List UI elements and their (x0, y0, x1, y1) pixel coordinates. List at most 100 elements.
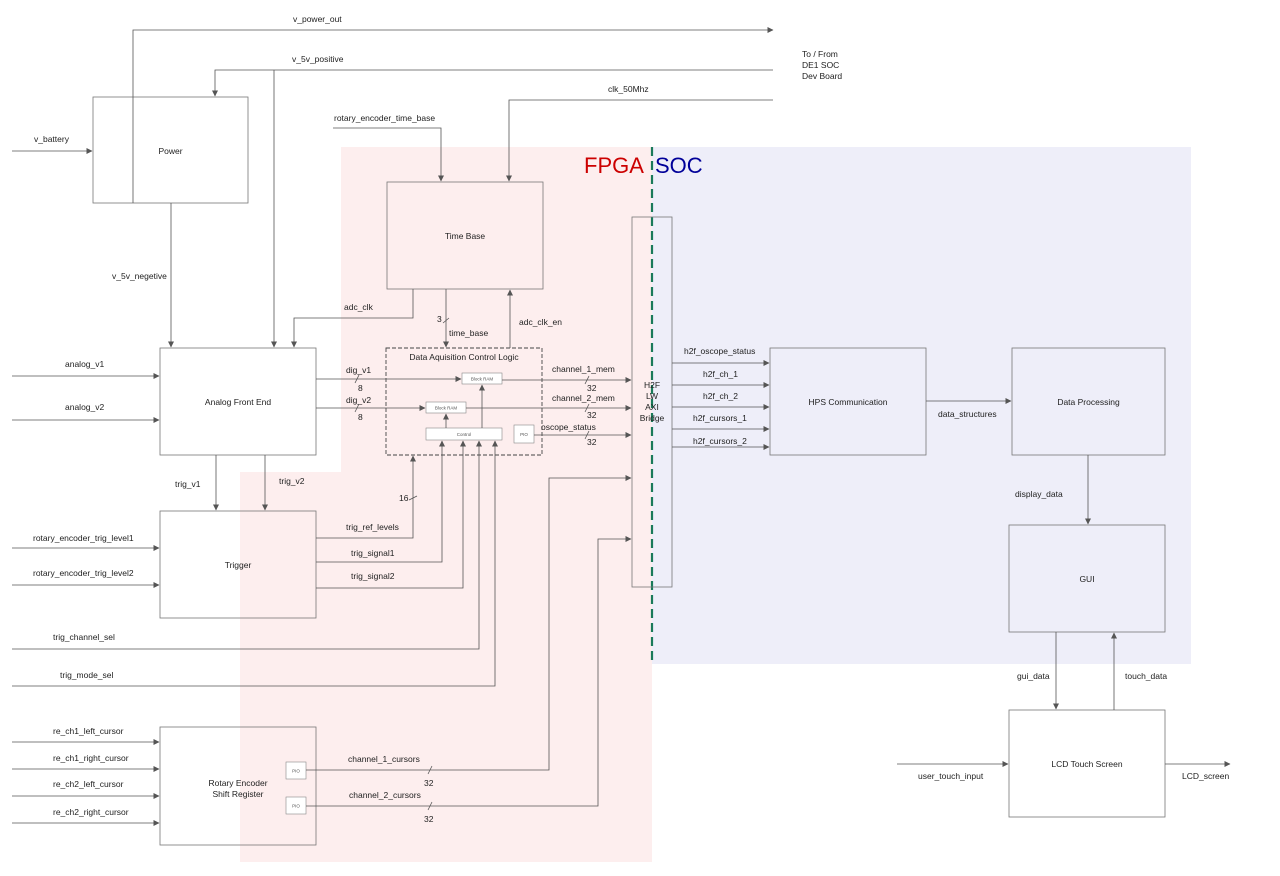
label-data-structures: data_structures (938, 409, 997, 419)
block-ram-2-label: Block RAM (435, 406, 458, 411)
soc-region (652, 147, 1191, 664)
wire-rotary-time-base (333, 127, 444, 182)
label-re-ch1-left: re_ch1_left_cursor (53, 726, 124, 736)
rotary-encoder-rect (159, 726, 317, 846)
time-base-block-rect (386, 181, 544, 290)
trigger-rect (159, 510, 317, 619)
label-channel-2-mem: channel_2_mem (552, 393, 615, 403)
label-display-data: display_data (1015, 489, 1063, 499)
label-adc-clk: adc_clk (344, 302, 374, 312)
wire-v-5v-positive (212, 69, 773, 97)
bus-tick-cursors2 (427, 801, 433, 811)
gui-rect (1008, 524, 1166, 633)
power-block-rect (92, 96, 249, 204)
label-trig-ref-levels: trig_ref_levels (346, 522, 399, 532)
label-h2f-cursors-2: h2f_cursors_2 (693, 436, 747, 446)
time-base-block-label: Time Base (445, 231, 486, 241)
label-rotary-trig-level1: rotary_encoder_trig_level1 (33, 533, 134, 543)
fpga-region (240, 147, 652, 862)
control-subblock (425, 427, 503, 441)
label-h2f-ch-1: h2f_ch_1 (703, 369, 738, 379)
label-dig-v1: dig_v1 (346, 365, 371, 375)
label-touch-data: touch_data (1125, 671, 1167, 681)
label-bus-8a: 8 (358, 383, 363, 393)
label-gui-data: gui_data (1017, 671, 1050, 681)
bus-tick-ch2mem (584, 403, 590, 413)
wire-adc-clk (291, 289, 414, 348)
soc-label: SOC (655, 153, 703, 178)
label-h2f-ch-2: h2f_ch_2 (703, 391, 738, 401)
block-ram-2 (425, 401, 467, 414)
trigger-block: Trigger (159, 510, 317, 619)
data-acquisition-block-label: Data Aquisition Control Logic (409, 352, 519, 362)
trigger-label: Trigger (225, 560, 252, 570)
block-ram-1 (461, 372, 503, 385)
pio-cursor-1 (285, 761, 307, 780)
lcd-touch-screen-rect (1008, 709, 1166, 818)
label-re-ch2-left: re_ch2_left_cursor (53, 779, 124, 789)
pio-cursor-1-label: PIO (292, 769, 300, 774)
bus-tick-dig-v2 (354, 403, 360, 413)
analog-front-end-block: Analog Front End (159, 347, 317, 456)
axi-bridge-label-1: H2F (644, 380, 660, 390)
block-ram-1-label: Block RAM (471, 377, 494, 382)
axi-bridge-block: H2F LW AXI Bridge (631, 216, 673, 588)
pio-cursor-2 (285, 796, 307, 815)
label-de1-2: DE1 SOC (802, 60, 839, 70)
label-bus-8b: 8 (358, 412, 363, 422)
hps-communication-rect (769, 347, 927, 456)
label-trig-v2: trig_v2 (279, 476, 305, 486)
label-user-touch-input: user_touch_input (918, 771, 984, 781)
axi-bridge-label-2: LW (646, 391, 658, 401)
label-bus-3: 3 (437, 314, 442, 324)
label-analog-v2: analog_v2 (65, 402, 105, 412)
label-re-ch1-right: re_ch1_right_cursor (53, 753, 129, 763)
wire-trig-channel-sel (12, 440, 482, 650)
label-v-battery: v_battery (34, 134, 70, 144)
wire-channel-2-cursors (306, 536, 632, 807)
fpga-label: FPGA (584, 153, 644, 178)
label-bus-32a: 32 (587, 383, 597, 393)
label-h2f-cursors-1: h2f_cursors_1 (693, 413, 747, 423)
hps-communication-label: HPS Communication (809, 397, 888, 407)
bus-tick-16 (408, 495, 418, 501)
wire-trig-signal1 (316, 440, 445, 563)
label-channel-1-cursors: channel_1_cursors (348, 754, 420, 764)
wire-clk-50mhz (506, 99, 773, 182)
time-base-block: Time Base (386, 181, 544, 290)
gui-label: GUI (1079, 574, 1094, 584)
data-processing-label: Data Processing (1057, 397, 1120, 407)
label-time-base: time_base (449, 328, 488, 338)
data-processing-block: Data Processing (1011, 347, 1166, 456)
label-rotary-time-base: rotary_encoder_time_base (334, 113, 435, 123)
label-channel-2-cursors: channel_2_cursors (349, 790, 421, 800)
wire-v-power-out (132, 27, 774, 203)
label-analog-v1: analog_v1 (65, 359, 105, 369)
label-v-5v-positive: v_5v_positive (292, 54, 344, 64)
rotary-encoder-label-1: Rotary Encoder (208, 778, 267, 788)
pio-cursor-2-label: PIO (292, 804, 300, 809)
analog-front-end-rect (159, 347, 317, 456)
label-v-5v-negetive: v_5v_negetive (112, 271, 167, 281)
bus-tick-dig-v1 (354, 374, 360, 384)
axi-bridge-label-4: Bridge (640, 413, 665, 423)
label-trig-signal2: trig_signal2 (351, 571, 395, 581)
fpga-region-fill (240, 147, 652, 862)
axi-bridge-rect (631, 216, 673, 588)
label-re-ch2-right: re_ch2_right_cursor (53, 807, 129, 817)
label-bus-16: 16 (399, 493, 409, 503)
wire-channel-1-cursors (306, 475, 632, 771)
label-rotary-trig-level2: rotary_encoder_trig_level2 (33, 568, 134, 578)
label-de1-3: Dev Board (802, 71, 842, 81)
control-subblock-label: Control (457, 432, 472, 437)
power-block-label: Power (158, 146, 182, 156)
wire-trig-ref-levels (316, 455, 416, 539)
label-bus-32e: 32 (424, 814, 434, 824)
analog-front-end-label: Analog Front End (205, 397, 271, 407)
label-v-power-out: v_power_out (293, 14, 342, 24)
hps-communication-block: HPS Communication (769, 347, 927, 456)
data-acquisition-block: Data Aquisition Control Logic Block RAM … (385, 347, 543, 456)
label-trig-v1: trig_v1 (175, 479, 201, 489)
lcd-touch-screen-label: LCD Touch Screen (1051, 759, 1122, 769)
label-clk-50mhz: clk_50Mhz (608, 84, 649, 94)
